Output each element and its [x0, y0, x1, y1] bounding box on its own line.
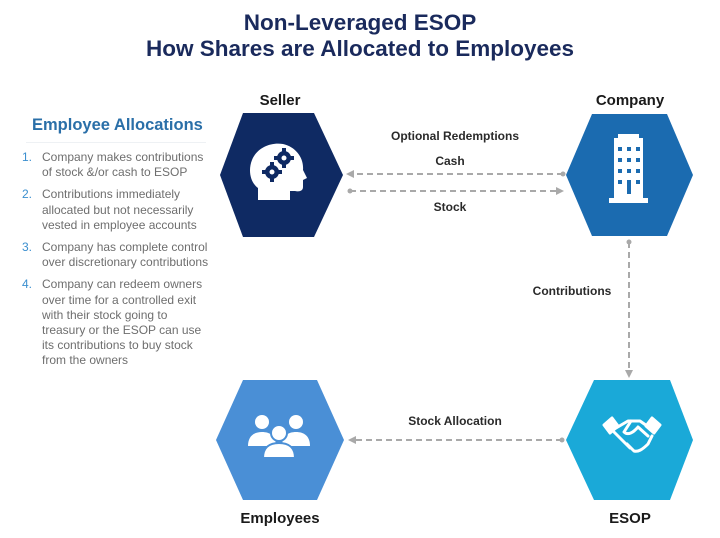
optional-redemptions-label: Optional Redemptions [390, 129, 519, 143]
allocation-list: 1. Company makes contributions of stock … [22, 150, 212, 376]
esop-label: ESOP [609, 510, 651, 527]
list-item: 4. Company can redeem owners over time f… [22, 277, 212, 368]
esop-node [566, 380, 693, 500]
page-title-line2: How Shares are Allocated to Employees [145, 36, 575, 61]
company-node [566, 114, 693, 236]
contributions-label: Contributions [532, 284, 612, 298]
list-item-number: 3. [22, 240, 33, 255]
list-item-text: Company has complete control over discre… [42, 240, 209, 270]
list-item-text: Company can redeem owners over time for … [42, 277, 203, 368]
company-label: Company [595, 92, 665, 109]
list-item: 3. Company has complete control over dis… [22, 240, 212, 270]
handshake-icon [602, 416, 662, 453]
list-item: 1. Company makes contributions of stock … [22, 150, 212, 180]
seller-node [220, 113, 343, 237]
employees-node [216, 380, 344, 500]
stock-allocation-label: Stock Allocation [408, 414, 502, 428]
seller-label: Seller [259, 92, 301, 109]
list-item-text: Contributions immediately allocated but … [42, 187, 197, 232]
list-item: 2. Contributions immediately allocated b… [22, 187, 212, 233]
head-gears-icon [250, 143, 307, 200]
stock-label: Stock [433, 200, 467, 214]
people-group-icon [248, 415, 310, 459]
sidebar-divider [26, 142, 206, 143]
list-item-number: 1. [22, 150, 33, 164]
esop-hexagon [566, 380, 693, 500]
list-item-number: 4. [22, 277, 33, 292]
office-building-icon [609, 134, 648, 203]
cash-label: Cash [435, 154, 465, 168]
sidebar-heading: Employee Allocations [32, 116, 203, 134]
employees-label: Employees [240, 510, 320, 527]
list-item-text: Company makes contributions of stock &/o… [42, 150, 204, 180]
page-title-line1: Non-Leveraged ESOP [243, 10, 477, 35]
list-item-number: 2. [22, 187, 33, 202]
